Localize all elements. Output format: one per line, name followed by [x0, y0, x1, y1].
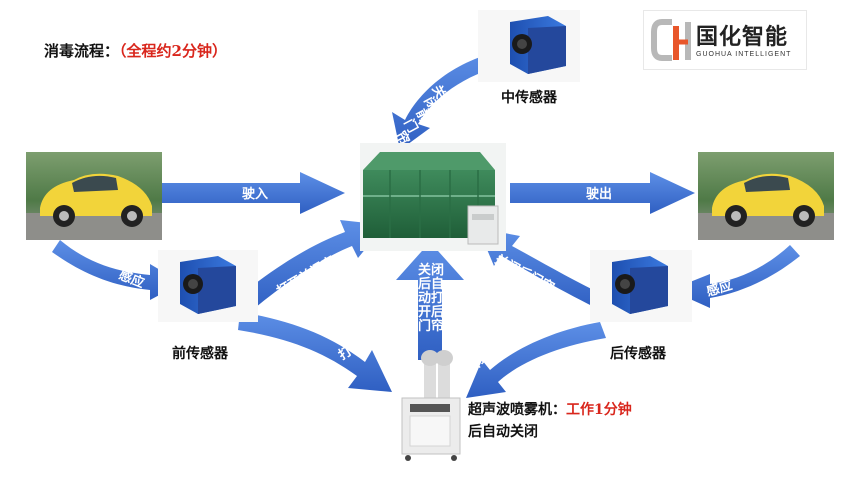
- sprayer-work-time: 工作1分钟: [566, 402, 632, 418]
- ultrasonic-sprayer-device: [401, 350, 461, 461]
- rear-sensor-label: 后传感器: [610, 346, 666, 362]
- label-drive-in: 驶入: [242, 186, 268, 202]
- arrow-close-rear-curtain: [478, 228, 606, 310]
- logo-name-cn: 国化智能: [696, 25, 789, 50]
- svg-text:门帘: 门帘: [418, 318, 444, 334]
- svg-text:关闭: 关闭: [418, 262, 444, 278]
- label-sense-front: 感应: [117, 267, 147, 292]
- arrow-sense-front: [52, 240, 182, 300]
- svg-text:动打: 动打: [418, 290, 444, 306]
- title-duration: （全程约2分钟）: [119, 42, 227, 60]
- middle-sensor-device: [478, 10, 580, 82]
- label-close-auto-open-rear-curtain: 关闭 后自 动打 开后 门帘: [418, 262, 444, 334]
- company-logo: 国化智能 GUOHUA INTELLIGENT: [643, 10, 807, 70]
- svg-text:开后: 开后: [418, 304, 444, 320]
- arrow-sense-rear: [670, 245, 800, 308]
- logo-name-en: GUOHUA INTELLIGENT: [696, 51, 792, 58]
- front-sensor-label: 前传感器: [172, 346, 228, 362]
- arrow-close-sprayer: [466, 322, 606, 398]
- label-middle-close-front-curtain: 关 闭 前 门 帘: [392, 82, 448, 147]
- sprayer-auto-close: 后自动关闭: [468, 424, 538, 440]
- arrow-drive-in: [162, 172, 345, 214]
- front-sensor-device: [158, 250, 258, 322]
- page-title: 消毒流程：（全程约2分钟）: [44, 42, 227, 60]
- svg-text:后自: 后自: [418, 276, 444, 292]
- label-sense-rear: 感应: [705, 277, 734, 300]
- arrow-open-sprayer: [238, 312, 392, 392]
- arrow-close-auto-open-rear-curtain: [396, 242, 464, 360]
- car-exiting-photo: [698, 152, 834, 240]
- logo-mark-icon: [651, 19, 691, 61]
- label-drive-out: 驶出: [586, 186, 612, 202]
- arrow-drive-out: [510, 172, 695, 214]
- disinfection-tent: [360, 143, 506, 251]
- sprayer-label: 超声波喷雾机：: [468, 402, 566, 418]
- sprayer-description: 超声波喷雾机：工作1分钟 后自动关闭: [468, 399, 632, 443]
- middle-sensor-label: 中传感器: [501, 90, 557, 106]
- rear-sensor-device: [590, 250, 692, 322]
- car-entering-photo: [26, 152, 162, 240]
- arrow-open-front-curtain: [235, 220, 385, 312]
- arrow-middle-close-front-curtain: [392, 50, 508, 150]
